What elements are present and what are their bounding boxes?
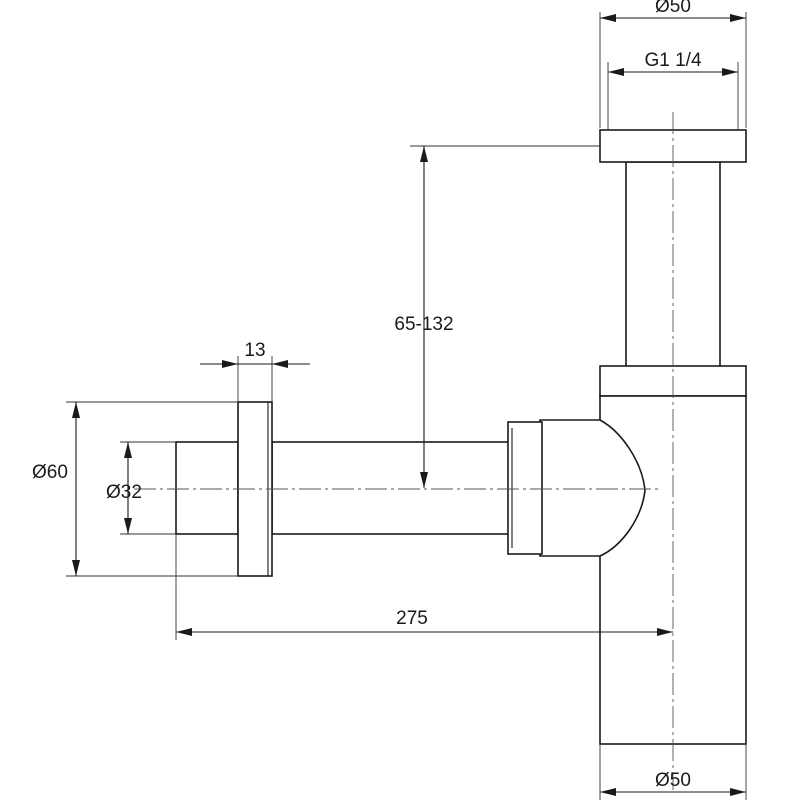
height-range-label: 65-132	[394, 314, 453, 335]
top-diameter-label: Ø50	[655, 0, 691, 17]
dimension-lines	[72, 14, 746, 796]
pipe-diameter-label: Ø32	[106, 482, 142, 503]
center-lines	[134, 112, 674, 790]
trap-body	[175, 129, 747, 745]
flange-diameter-label: Ø60	[32, 462, 68, 483]
flange-thickness-label: 13	[244, 340, 265, 361]
horizontal-pipe	[271, 441, 511, 535]
dimension-labels: Ø50 G1 1/4 65-132 13 Ø60 Ø32 275 Ø50	[32, 0, 702, 791]
wall-pipe-stub	[175, 441, 239, 535]
horizontal-length-label: 275	[396, 608, 428, 629]
outlet-dome	[539, 419, 646, 557]
extension-lines	[66, 12, 747, 800]
bottom-diameter-label: Ø50	[655, 770, 691, 791]
union-nut	[507, 421, 543, 555]
thread-size-label: G1 1/4	[644, 50, 701, 71]
